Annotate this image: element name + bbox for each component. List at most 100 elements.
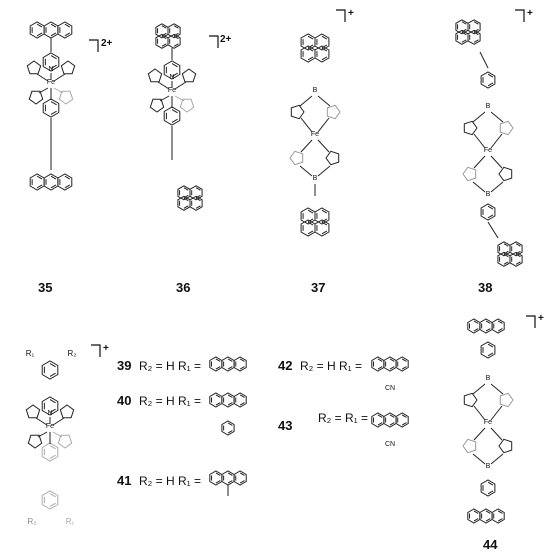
- bracket-general: [91, 344, 101, 357]
- double-bond: [473, 28, 479, 33]
- complex-35-fe-bond: [53, 73, 66, 82]
- complex-35-imid-left: [26, 60, 42, 75]
- complex-44-pz-4: [498, 438, 513, 454]
- aryl-general: [41, 360, 59, 380]
- double-bond: [487, 205, 494, 210]
- double-bond: [321, 44, 328, 49]
- bracket-36: [209, 35, 219, 48]
- double-bond: [515, 243, 521, 247]
- double-bond: [239, 366, 245, 370]
- charge-35: 2+: [101, 38, 113, 49]
- complex-36-n: N: [169, 74, 174, 81]
- complex-38-b-top: B: [486, 103, 491, 110]
- complex-37-fe-bond: [300, 117, 313, 133]
- complex-35-n: N: [48, 66, 53, 73]
- complex-36-fe-bond: [174, 95, 185, 102]
- complex-general-lower-ring: [41, 442, 59, 462]
- complex-37-pz-1: [290, 104, 305, 120]
- complex-38-b-low: B: [486, 191, 491, 198]
- pyrene-37-low: [314, 219, 330, 237]
- substituent-40: R₂ = H R₁ =: [139, 394, 202, 408]
- double-bond: [321, 47, 328, 52]
- anthracene-43: [395, 412, 409, 428]
- double-bond: [307, 230, 314, 235]
- double-bond: [487, 214, 494, 219]
- double-bond: [473, 21, 479, 25]
- double-bond: [195, 187, 201, 191]
- double-bond: [503, 253, 509, 258]
- double-bond: [183, 205, 189, 209]
- complex-44-b-bond: [472, 383, 486, 395]
- complex-35-fe-bond: [38, 87, 49, 94]
- complex-37-fe-bond: [317, 117, 330, 133]
- double-bond: [195, 205, 201, 209]
- double-bond: [171, 118, 178, 123]
- complex-36-fe: Fe: [168, 87, 176, 94]
- cn-42: CN: [385, 385, 395, 392]
- double-bond: [50, 23, 57, 28]
- complex-36-imid-low-left: [149, 98, 165, 113]
- substituent-43: R₂ = R₁ =: [318, 411, 369, 425]
- double-bond: [473, 510, 479, 514]
- charge-44: +: [538, 313, 544, 324]
- double-bond: [515, 253, 521, 258]
- double-bond: [239, 472, 245, 476]
- double-bond: [497, 328, 503, 332]
- double-bond: [49, 493, 56, 498]
- complex-38-fe-bond: [490, 155, 503, 169]
- complex-38-fe-bond: [490, 133, 503, 149]
- double-bond: [401, 422, 407, 426]
- double-bond: [461, 28, 467, 33]
- double-bond: [36, 184, 43, 189]
- double-bond: [321, 218, 328, 223]
- double-bond: [485, 518, 491, 522]
- link-38: [479, 51, 489, 69]
- double-bond: [321, 56, 328, 61]
- double-bond: [195, 194, 201, 199]
- double-bond: [485, 320, 491, 324]
- double-bond: [503, 243, 509, 247]
- double-bond: [307, 47, 314, 52]
- double-bond: [36, 175, 43, 180]
- double-bond: [227, 480, 233, 484]
- double-bond: [49, 502, 56, 507]
- label-38: 38: [478, 280, 493, 295]
- label-39: 39: [117, 358, 132, 373]
- complex-36-fe-bond: [174, 81, 187, 90]
- double-bond: [50, 175, 57, 180]
- complex-38-fe-bond: [473, 133, 486, 149]
- double-bond: [36, 32, 43, 37]
- double-bond: [239, 402, 245, 406]
- double-bond: [515, 250, 521, 255]
- double-bond: [49, 399, 56, 404]
- double-bond: [227, 366, 233, 370]
- double-bond: [49, 408, 56, 413]
- double-bond: [487, 82, 494, 87]
- double-bond: [64, 184, 71, 189]
- double-bond: [50, 55, 57, 60]
- complex-44-b-bond: [490, 383, 504, 395]
- double-bond: [461, 31, 467, 36]
- double-bond: [239, 394, 245, 398]
- double-bond: [389, 358, 395, 362]
- complex-44-pz-2: [499, 392, 514, 408]
- double-bond: [401, 414, 407, 418]
- complex-36-pyridine: [163, 60, 181, 80]
- substituent-41: R₂ = H R₁ =: [139, 474, 202, 488]
- complex-38-fe-bond: [473, 155, 486, 169]
- label-36: 36: [176, 280, 191, 295]
- complex-44-fe: Fe: [484, 419, 492, 426]
- substituent-42: R₂ = H R₁ =: [300, 359, 363, 373]
- complex-38-fe: Fe: [484, 147, 492, 154]
- double-bond: [227, 402, 233, 406]
- pyrene-36-low: [189, 185, 203, 201]
- double-bond: [173, 25, 179, 29]
- double-bond: [377, 414, 383, 418]
- double-bond: [64, 175, 71, 180]
- double-bond: [227, 358, 233, 362]
- complex-37-fe-bond: [317, 139, 330, 153]
- double-bond: [49, 372, 56, 377]
- complex-37-fe-bond: [300, 139, 313, 153]
- double-bond: [377, 422, 383, 426]
- double-bond: [377, 366, 383, 370]
